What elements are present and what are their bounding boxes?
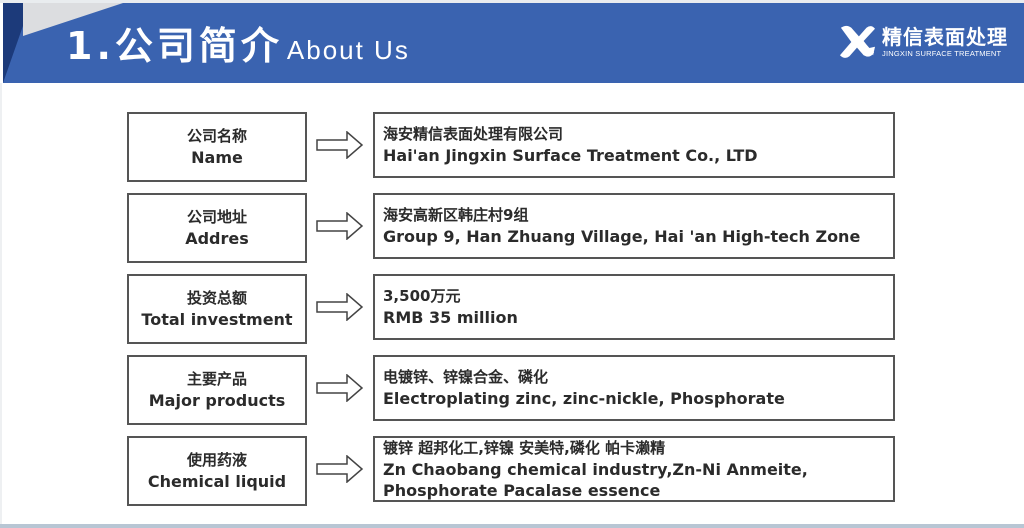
slide-left-edge [0,83,2,524]
value-line: 海安精信表面处理有限公司 [383,125,564,143]
value-line: RMB 35 million [383,308,518,327]
value-line: Group 9, Han Zhuang Village, Hai 'an Hig… [383,227,861,246]
value-box-name: 海安精信表面处理有限公司 Hai'an Jingxin Surface Trea… [373,112,895,178]
label-zh: 主要产品 [186,369,247,388]
label-en: Chemical liquid [147,471,287,491]
page-title: 1.公司简介 About Us [66,15,410,70]
value-line: 3,500万元 [383,287,461,305]
label-zh: 使用药液 [186,450,247,469]
value-line: 海安高新区韩庄村9组 [383,206,529,224]
label-zh: 公司名称 [186,126,247,145]
right-arrow-icon [316,212,364,240]
logo-name-en: JINGXIN SURFACE TREATMENT [882,48,1002,58]
label-box-investment: 投资总额 Total investment [127,274,307,344]
value-line: Zn Chaobang chemical industry,Zn-Ni Anme… [383,459,808,479]
right-arrow-icon [316,131,364,159]
label-en: Addres [185,228,249,248]
bottom-edge-line [0,524,1024,528]
right-arrow-icon [316,374,364,402]
label-zh: 投资总额 [186,288,247,307]
value-line: 镀锌 超邦化工,锌镍 安美特,磷化 帕卡濑精 [383,438,666,457]
label-zh: 公司地址 [186,207,247,226]
logo-name-zh: 精信表面处理 [882,24,1008,49]
header-banner: 1.公司简介 About Us 精信表面处理 JINGXIN SURFACE T… [3,3,1024,83]
label-en: Total investment [141,309,293,329]
company-logo: 精信表面处理 JINGXIN SURFACE TREATMENT [838,24,1008,60]
value-line: Phosphorate Pacalase essence [383,480,661,500]
label-box-products: 主要产品 Major products [127,355,307,425]
value-box-address: 海安高新区韩庄村9组 Group 9, Han Zhuang Village, … [373,193,895,259]
label-box-name: 公司名称 Name [127,112,307,182]
label-en: Name [191,147,243,167]
value-box-products: 电镀锌、锌镍合金、磷化 Electroplating zinc, zinc-ni… [373,355,895,421]
page-title-zh: 1.公司简介 [66,24,283,68]
x-logo-icon [839,25,875,58]
frame-top-edge [0,0,1024,3]
value-box-investment: 3,500万元 RMB 35 million [373,274,895,340]
value-line: Electroplating zinc, zinc-nickle, Phosph… [383,389,785,408]
value-line: 电镀锌、锌镍合金、磷化 [383,368,549,386]
value-line: Hai'an Jingxin Surface Treatment Co., LT… [383,146,758,165]
value-box-chemicals: 镀锌 超邦化工,锌镍 安美特,磷化 帕卡濑精 Zn Chaobang chemi… [373,436,895,502]
label-en: Major products [148,390,286,410]
page-title-en: About Us [286,35,410,65]
label-box-address: 公司地址 Addres [127,193,307,263]
corner-fold-light [23,3,123,36]
right-arrow-icon [316,293,364,321]
label-box-chemicals: 使用药液 Chemical liquid [127,436,307,506]
right-arrow-icon [316,455,364,483]
